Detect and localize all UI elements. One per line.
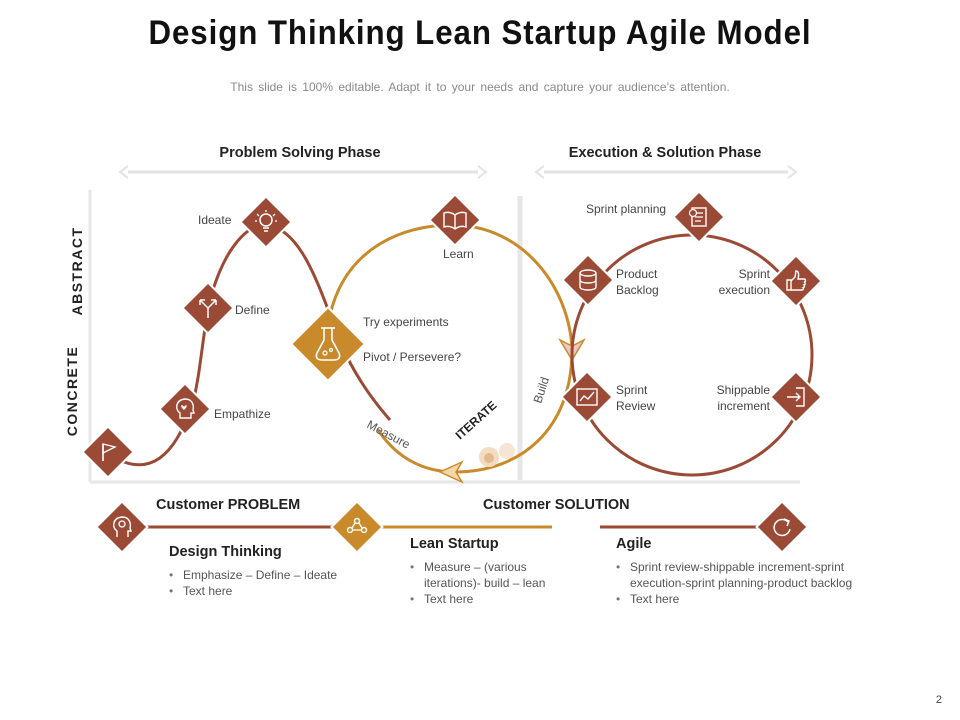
phase-execution-arrow (534, 165, 798, 179)
product-backlog-label: Product Backlog (616, 267, 659, 297)
lean-startup-title: Lean Startup (410, 536, 499, 552)
page-number: 2 (935, 694, 942, 706)
lean-startup-bullets: Measure – (various iterations)- build – … (410, 559, 568, 607)
lightbulb-icon (239, 195, 293, 249)
page-title: Design Thinking Lean Startup Agile Model (148, 14, 812, 52)
list-item: Sprint review-shippable increment-sprint… (616, 559, 886, 591)
split-arrow-icon (181, 281, 235, 335)
refresh-icon (755, 500, 809, 554)
chart-icon (560, 370, 614, 424)
sprint-planning-label: Sprint planning (586, 202, 667, 216)
agile-title: Agile (616, 536, 652, 552)
customer-solution-label: Customer SOLUTION (483, 497, 630, 513)
iterate-label: ITERATE (453, 398, 500, 442)
define-label: Define (235, 303, 270, 317)
network-icon (330, 500, 384, 554)
list-item: Measure – (various iterations)- build – … (410, 559, 568, 591)
flask-icon (289, 305, 367, 383)
design-thinking-title: Design Thinking (169, 544, 282, 560)
empathize-label: Empathize (214, 407, 271, 421)
decor-dot (499, 443, 515, 459)
learn-label: Learn (443, 247, 474, 261)
thumbs-up-icon (769, 254, 823, 308)
login-icon (769, 370, 823, 424)
page-subtitle: This slide is 100% editable. Adapt it to… (230, 80, 730, 94)
flag-icon (81, 425, 135, 479)
phase-problem-label: Problem Solving Phase (219, 145, 381, 161)
shippable-increment-label: Shippable increment (716, 383, 770, 413)
build-label: Build (531, 375, 553, 405)
ideate-label: Ideate (198, 213, 232, 227)
customer-problem-label: Customer PROBLEM (156, 497, 301, 513)
design-thinking-bullets: Emphasize – Define – Ideate Text here (169, 567, 379, 599)
phase-execution-label: Execution & Solution Phase (568, 145, 762, 161)
decor-dot (484, 453, 494, 463)
sprint-execution-label: Sprint execution (718, 267, 770, 297)
list-item: Text here (410, 591, 568, 607)
pivot-label: Pivot / Persevere? (363, 350, 462, 364)
database-icon (561, 253, 615, 307)
try-experiments-label: Try experiments (363, 315, 449, 329)
list-item: Text here (169, 583, 379, 599)
measure-arrow-head (438, 460, 464, 484)
agile-bullets: Sprint review-shippable increment-sprint… (616, 559, 886, 607)
head-gear-icon (95, 500, 149, 554)
head-heart-icon (158, 382, 212, 436)
agile-cycle-circle (570, 233, 814, 477)
clipboard-icon (672, 190, 726, 244)
list-item: Emphasize – Define – Ideate (169, 567, 379, 583)
list-item: Text here (616, 591, 886, 607)
measure-label: Measure (365, 417, 413, 451)
sprint-review-label: Sprint Review (616, 383, 656, 413)
phase-problem-arrow (118, 165, 488, 179)
book-icon (428, 193, 482, 247)
